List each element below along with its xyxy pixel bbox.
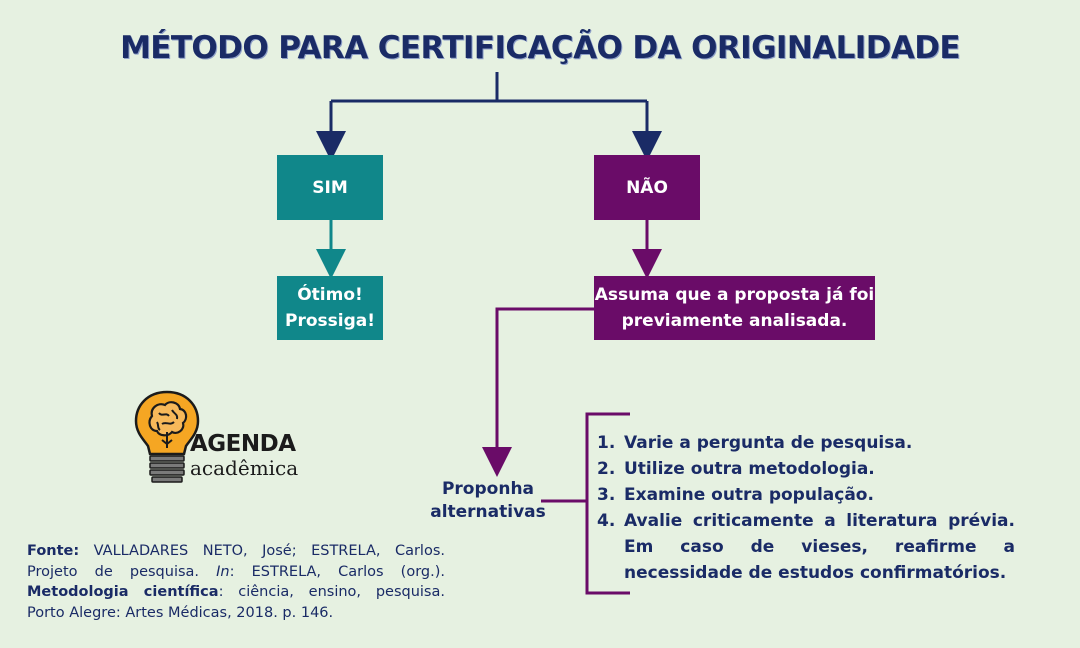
source-italic: In — [216, 563, 230, 580]
diagram-title: MÉTODO PARA CERTIFICAÇÃO DA ORIGINALIDAD… — [120, 30, 960, 66]
sim-result-line-1: Ótimo! — [297, 285, 363, 305]
list-item-number: 3. — [597, 485, 616, 505]
list-item: 2. Utilize outra metodologia. — [597, 456, 1015, 482]
list-item-number: 4. — [597, 511, 616, 531]
sim-result-box: Ótimo! Prossiga! — [277, 276, 383, 340]
list-item-number: 2. — [597, 459, 616, 479]
sim-box: SIM — [277, 155, 383, 220]
list-item-text: Varie a pergunta de pesquisa. — [624, 433, 913, 453]
alternatives-label-line-2: alternativas — [430, 502, 546, 522]
list-item-text: Avalie criticamente a literatura prévia.… — [624, 511, 1015, 583]
list-item: 4. Avalie criticamente a literatura prév… — [597, 508, 1015, 586]
source-label: Fonte: — [27, 543, 80, 559]
nao-result-line-2: previamente analisada. — [621, 311, 848, 331]
logo-text-agenda: AGENDA — [190, 431, 296, 457]
logo-text-academica: acadêmica — [190, 456, 299, 480]
source-text-1: VALLADARES NETO, José; ESTRELA, Carlos. … — [27, 543, 445, 580]
lightbulb-brain-icon — [134, 390, 200, 483]
source-citation: Fonte: VALLADARES NETO, José; ESTRELA, C… — [27, 541, 445, 623]
list-item-text: Utilize outra metodologia. — [624, 459, 875, 479]
alternatives-bracket — [541, 412, 630, 595]
alternatives-label-line-1: Proponha — [441, 479, 535, 499]
nao-label: NÃO — [626, 177, 668, 198]
source-text-3: : ciência, ensino, pesquisa. Porto Alegr… — [27, 584, 445, 621]
list-item-text: Examine outra população. — [624, 485, 874, 505]
alternatives-label: Proponha alternativas — [425, 478, 551, 524]
title-connector — [331, 72, 647, 103]
list-item: 3. Examine outra população. — [597, 482, 1015, 508]
nao-box: NÃO — [594, 155, 700, 220]
alternatives-list: 1. Varie a pergunta de pesquisa. 2. Util… — [597, 430, 1015, 586]
nao-result-box: Assuma que a proposta já foi previamente… — [594, 276, 875, 340]
source-text-2: : ESTRELA, Carlos (org.). — [229, 563, 445, 580]
sim-result-line-2: Prossiga! — [285, 311, 375, 331]
list-item: 1. Varie a pergunta de pesquisa. — [597, 430, 1015, 456]
sim-label: SIM — [312, 177, 348, 198]
nao-result-line-1: Assuma que a proposta já foi — [594, 285, 875, 305]
source-book-title: Metodologia científica — [27, 584, 219, 600]
arrow-to-alternatives — [482, 307, 595, 477]
list-item-number: 1. — [597, 433, 616, 453]
